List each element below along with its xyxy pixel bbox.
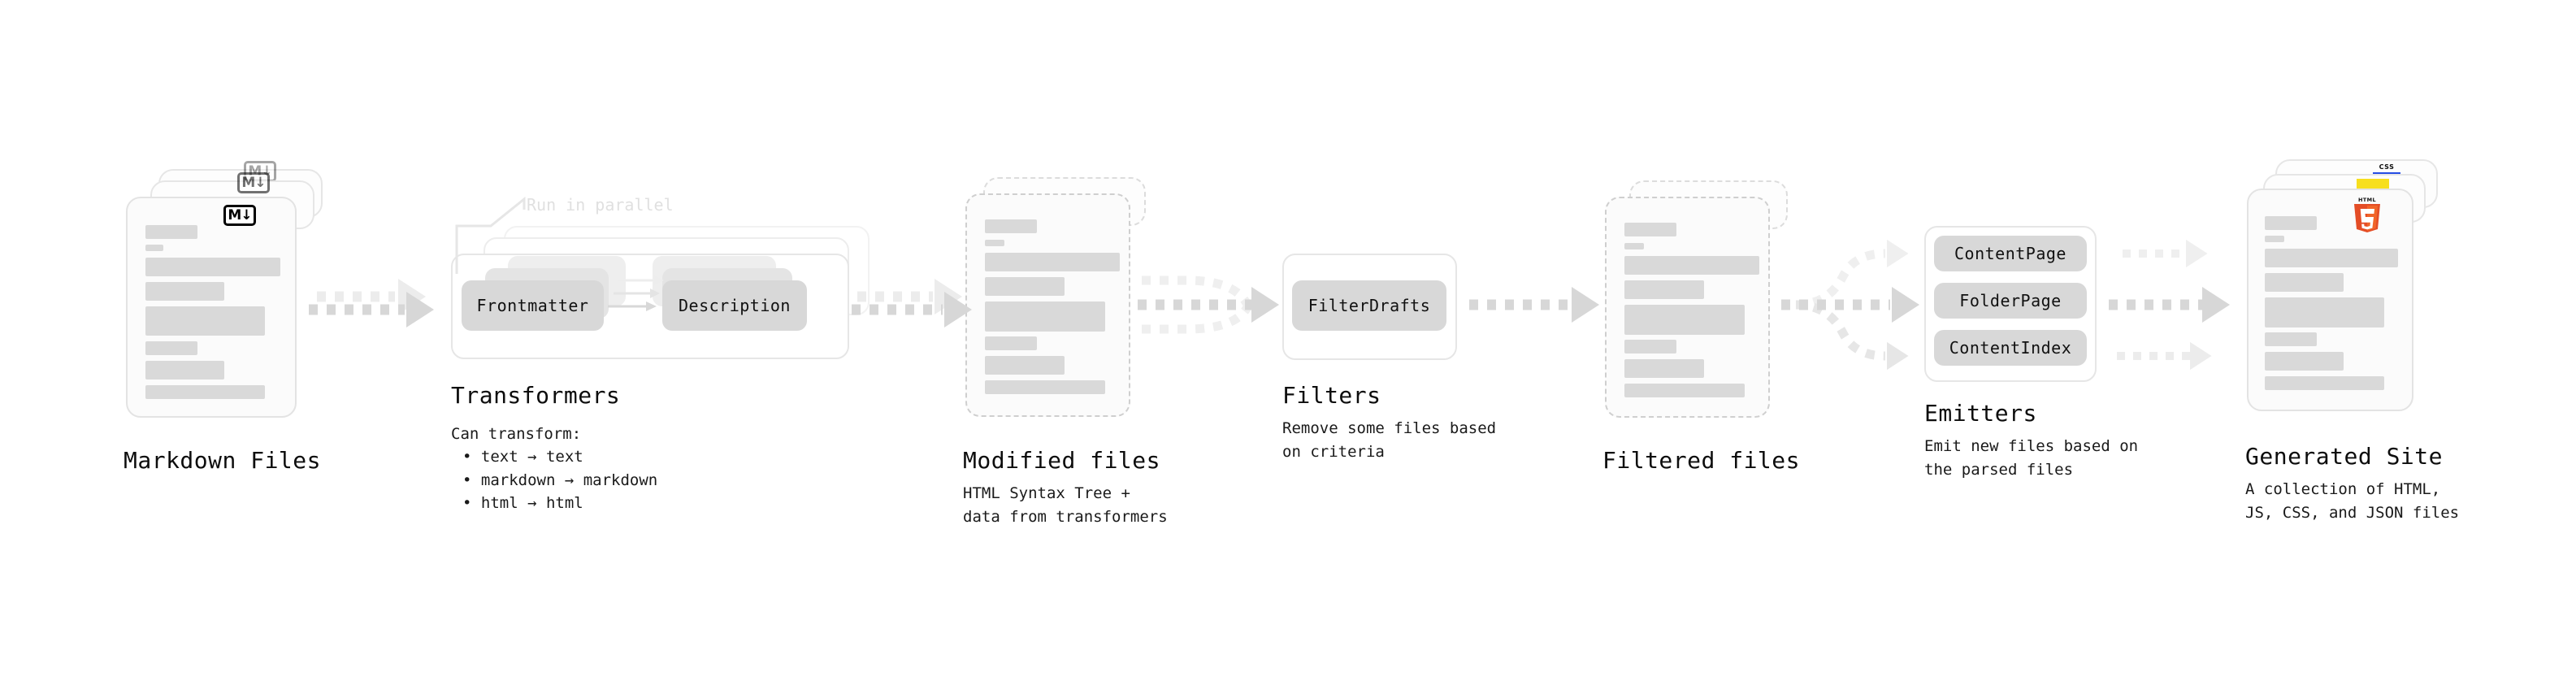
skeleton-bar	[1624, 340, 1676, 354]
skeleton-bar	[2265, 249, 2398, 267]
transformers-bullet: • html → html	[462, 494, 583, 512]
skeleton-bar	[2265, 273, 2344, 292]
skeleton-bar	[145, 306, 265, 336]
transformers-title: Transformers	[451, 382, 621, 409]
skeleton-bar	[985, 356, 1065, 375]
modified-files-title: Modified files	[963, 447, 1161, 474]
generated-site-title: Generated Site	[2245, 443, 2444, 470]
skeleton-bar	[1624, 243, 1644, 249]
arrow-modified-to-filters	[1138, 275, 1279, 334]
emitters-subtitle: Emit new files based on the parsed files	[1924, 437, 2139, 479]
filters-title: Filters	[1282, 382, 1381, 409]
skeleton-bar	[1624, 384, 1745, 397]
skeleton-bar	[1624, 256, 1759, 275]
skeleton-bar	[985, 301, 1105, 332]
markdown-badge-back-1: M↓	[237, 172, 270, 193]
arrow-filtered-to-emitters	[1781, 239, 1919, 371]
svg-text:HTML: HTML	[2358, 197, 2376, 203]
skeleton-bar	[1624, 280, 1704, 299]
skeleton-bar	[2265, 376, 2384, 390]
filtered-card-front	[1605, 197, 1770, 418]
markdown-card-front	[126, 197, 297, 418]
skeleton-bar	[145, 225, 197, 239]
modified-files-subtitle: HTML Syntax Tree + data from transformer…	[963, 484, 1168, 526]
skeleton-bar	[145, 245, 163, 251]
filtered-files-title: Filtered files	[1602, 447, 1801, 474]
skeleton-bar	[985, 219, 1037, 233]
skeleton-bar	[145, 385, 265, 399]
skeleton-bar	[145, 258, 280, 276]
transformers-intro: Can transform:	[451, 425, 582, 443]
arrow-filters-to-filtered	[1469, 287, 1599, 323]
emitters-title: Emitters	[1924, 400, 2037, 427]
css-badge-label: CSS	[2379, 163, 2395, 171]
skeleton-bar	[2265, 332, 2317, 346]
transformers-pill-frontmatter[interactable]: Frontmatter	[462, 280, 604, 331]
transformers-bullet: • markdown → markdown	[462, 471, 658, 489]
emitters-pill-contentpage[interactable]: ContentPage	[1934, 236, 2087, 271]
skeleton-bar	[2265, 236, 2284, 242]
skeleton-bar	[985, 336, 1037, 350]
transformers-bullet-list: • text → text • markdown → markdown • ht…	[451, 445, 657, 515]
html5-badge: HTML	[2351, 195, 2383, 232]
markdown-files-title: Markdown Files	[124, 447, 322, 474]
generated-card-front	[2247, 189, 2413, 411]
emitters-pill-contentindex[interactable]: ContentIndex	[1934, 330, 2087, 366]
skeleton-bar	[1624, 223, 1676, 236]
modified-card-front	[965, 193, 1130, 417]
skeleton-bar	[145, 282, 224, 301]
transformers-pill-description[interactable]: Description	[662, 280, 807, 331]
filters-pill-filterdrafts[interactable]: FilterDrafts	[1292, 280, 1446, 331]
transformers-run-in-parallel-hint: Run in parallel	[527, 195, 674, 215]
markdown-badge: M↓	[223, 205, 256, 226]
skeleton-bar	[2265, 216, 2317, 230]
filters-subtitle: Remove some files based on criteria	[1282, 419, 1497, 461]
skeleton-bar	[2265, 352, 2344, 371]
arrow-markdown-to-transformers	[309, 279, 434, 327]
skeleton-bar	[985, 253, 1120, 271]
skeleton-bar	[985, 277, 1065, 296]
skeleton-bar	[1624, 359, 1704, 378]
skeleton-bar	[1624, 305, 1745, 335]
generated-site-subtitle: A collection of HTML, JS, CSS, and JSON …	[2245, 480, 2460, 522]
skeleton-bar	[2265, 297, 2384, 327]
skeleton-bar	[145, 361, 224, 380]
skeleton-bar	[145, 341, 197, 355]
arrow-emitters-to-generated	[2109, 239, 2230, 371]
skeleton-bar	[985, 240, 1004, 246]
arrow-transformers-to-modified	[852, 279, 972, 327]
transformers-bullet: • text → text	[462, 448, 583, 466]
skeleton-bar	[985, 380, 1105, 394]
emitters-pill-folderpage[interactable]: FolderPage	[1934, 283, 2087, 319]
